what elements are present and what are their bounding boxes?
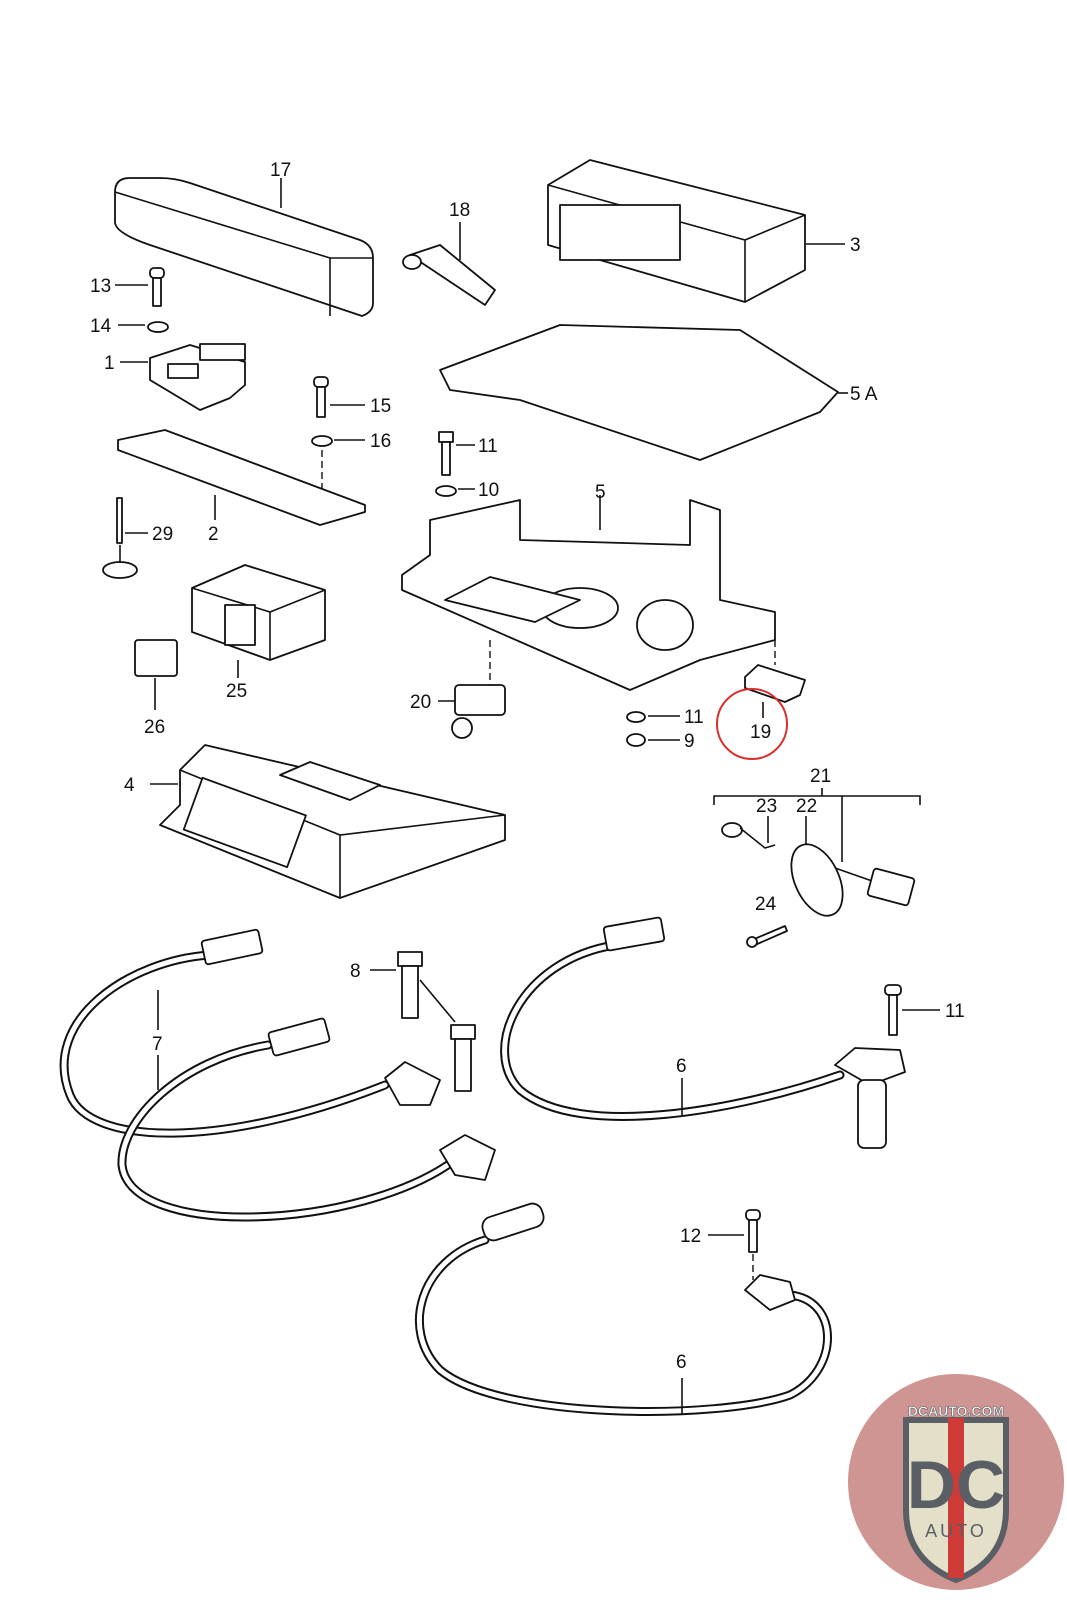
part-5-bracket[interactable] xyxy=(401,499,776,691)
callout-11-bottom: 11 xyxy=(684,707,704,728)
callout-5a: 5 A xyxy=(850,384,878,405)
part-19-foam-block[interactable] xyxy=(114,177,374,317)
part-8-knock-sensor-harness[interactable] xyxy=(59,928,496,1222)
part-16-washer[interactable] xyxy=(147,321,169,333)
logo-top-text: DCAUTO.COM xyxy=(908,1403,1004,1419)
callout-9: 8 xyxy=(350,961,361,982)
part-17-screw[interactable] xyxy=(313,376,329,418)
part-20-tube[interactable] xyxy=(402,244,496,306)
callout-25: 23 xyxy=(756,796,777,817)
part-4-ecu[interactable] xyxy=(159,744,506,899)
highlight-circle-part-21 xyxy=(716,688,788,760)
callout-14: 12 xyxy=(680,1226,701,1247)
part-1-ignition-module[interactable] xyxy=(149,343,246,411)
part-22-sensor[interactable] xyxy=(451,684,506,739)
callout-15: 13 xyxy=(90,276,111,297)
callout-20: 18 xyxy=(449,200,470,221)
part-10-nut[interactable] xyxy=(626,733,646,747)
callout-1: 1 xyxy=(104,353,115,374)
part-11-washer-top[interactable] xyxy=(435,485,457,497)
callout-21: 19 xyxy=(750,722,771,743)
part-24-hall-sender[interactable] xyxy=(781,836,916,923)
callout-29: 29 xyxy=(152,524,173,545)
callout-7: 6 xyxy=(676,1352,687,1373)
part-12-bolt[interactable] xyxy=(438,431,454,476)
callout-16: 14 xyxy=(90,316,112,337)
part-9-bolts[interactable] xyxy=(397,951,476,1092)
callout-11-top: 10 xyxy=(478,480,499,501)
logo-stripe xyxy=(948,1418,964,1578)
callout-22: 20 xyxy=(410,692,431,713)
part-28-relay[interactable] xyxy=(134,639,178,677)
part-25-clip[interactable] xyxy=(721,822,743,838)
callout-13: 11 xyxy=(945,1001,965,1022)
part-6-speed-sensor-cable[interactable] xyxy=(500,916,906,1149)
callout-8: 7 xyxy=(152,1034,163,1055)
callout-26: 24 xyxy=(755,894,777,915)
logo-sub-text: AUTO xyxy=(925,1521,987,1541)
callout-6: 6 xyxy=(676,1056,687,1077)
callout-4: 4 xyxy=(124,775,135,796)
callout-27: 25 xyxy=(226,681,247,702)
part-5a-bracket-plate[interactable] xyxy=(439,324,839,461)
part-18-washer[interactable] xyxy=(311,435,333,447)
part-7-reference-sensor-cable[interactable] xyxy=(414,1201,832,1416)
callout-28: 26 xyxy=(144,717,165,738)
part-21-connector[interactable] xyxy=(744,664,806,703)
callout-3: 3 xyxy=(850,235,861,256)
part-11-washer-bottom[interactable] xyxy=(626,711,646,723)
callout-24: 22 xyxy=(796,796,817,817)
group-bracket-23 xyxy=(713,788,921,805)
callout-23: 21 xyxy=(810,766,831,787)
part-2-plate[interactable] xyxy=(117,429,366,526)
part-26-screw[interactable] xyxy=(746,925,788,948)
callout-2: 2 xyxy=(208,524,219,545)
part-29-pin[interactable] xyxy=(102,497,138,579)
part-13-screw[interactable] xyxy=(884,984,902,1036)
callout-17: 15 xyxy=(370,396,391,417)
part-27-relay[interactable] xyxy=(191,564,326,661)
part-14-screw[interactable] xyxy=(745,1209,761,1253)
part-3-control-unit[interactable] xyxy=(547,159,806,303)
callout-10: 9 xyxy=(684,731,695,752)
callout-5: 5 xyxy=(595,482,606,503)
callout-19: 17 xyxy=(270,160,291,181)
logo-main-text: DC xyxy=(907,1447,1005,1523)
callout-18: 16 xyxy=(370,431,391,452)
part-15-screw[interactable] xyxy=(149,267,165,307)
dcauto-logo: DCAUTO.COM DC AUTO xyxy=(848,1374,1064,1590)
callout-12: 11 xyxy=(478,436,498,457)
